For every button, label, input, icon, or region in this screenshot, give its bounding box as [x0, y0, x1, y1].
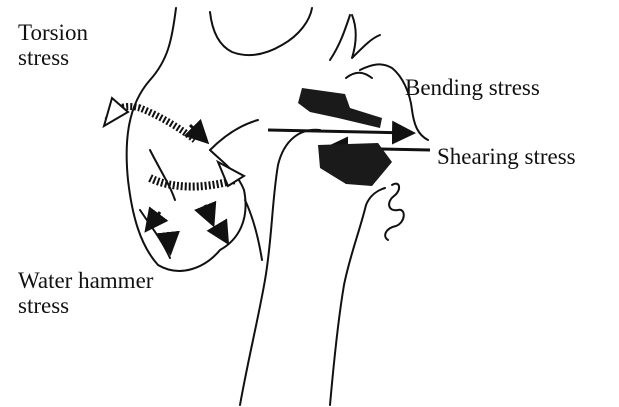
bending-stress-label: Bending stress — [405, 75, 540, 100]
water-hammer-stress-label: Water hammer stress — [18, 268, 153, 318]
shearing-stress-label: Shearing stress — [437, 144, 576, 169]
torsion-stress-label: Torsion stress — [18, 20, 88, 70]
bending-arrow — [298, 88, 382, 128]
torsion-label-line2: stress — [18, 45, 88, 70]
water-hammer-label-line1: Water hammer — [18, 268, 153, 293]
water-hammer-label-line2: stress — [18, 293, 153, 318]
torsion-arrows — [104, 98, 244, 187]
torsion-label-line1: Torsion — [18, 20, 88, 45]
tooth-outline — [127, 8, 428, 405]
